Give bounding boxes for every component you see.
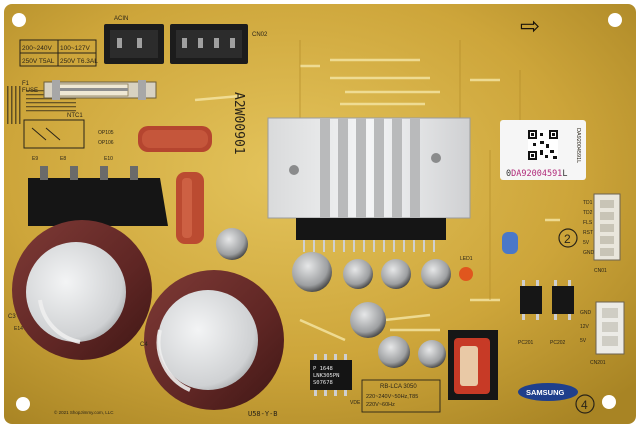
fuse-ref: F1 [22,81,30,87]
ic-chip: P 1648 LNK305PN S07678 [310,354,352,396]
voltage-table: 200~240V 100~127V 250V T5AL 250V T6.3AL [19,39,98,67]
pin-label: RST [583,230,593,236]
blue-capacitor [502,232,518,254]
optocouplers: PC201 PC202 [518,280,574,346]
pin-label: GND [583,250,595,256]
part-sticker: DA92004591L 0DA92004591L [500,120,586,180]
part-number-highlight: DA92004591 [511,169,562,179]
pin-label: TD2 [583,210,593,216]
fuse-rating-cell: 250V T5AL [22,58,55,65]
vde-label: VDE [350,400,361,406]
side-mark: OP105 [98,130,114,136]
mounting-hole [608,13,622,27]
sticker-vertical-text: DA92004591L [575,128,581,163]
mounting-hole [16,397,30,411]
fuse: F1 FUSE [22,80,157,100]
spec-box: RB-LCA 3050 220~240V~50Hz,T85 220V~60Hz … [350,379,441,413]
bottom-code: U58-Y-B [248,410,278,418]
brand-logo-text: SAMSUNG [526,388,565,397]
pin-label: 12V [580,324,590,330]
circle-mark-2: 2 [564,232,571,246]
spec-title: RB-LCA 3050 [380,384,417,390]
circle-mark-4: 4 [581,398,588,412]
cn201-label: CN201 [590,360,606,366]
ntc-area: NTC1 OP105 OP106 [23,113,114,149]
voltage-cell: 100~127V [60,45,90,52]
bulk-capacitor-right: C4 [140,270,284,410]
opto-label: PC202 [550,340,566,346]
voltage-cell: 200~240V [22,45,52,52]
silkscreen-lines [299,40,521,300]
cn02-label: CN02 [252,32,268,38]
pin-label: GND [580,310,592,316]
arrow-icon: ⇨ [520,13,540,40]
connector-cn201: GND 12V 5V CN201 [580,301,625,366]
qr-code [528,130,558,160]
side-mark: E14 [14,326,23,332]
opto-label: PC201 [518,340,534,346]
circle-mark: 4 [575,394,595,414]
pin-label: 5V [580,338,587,344]
bridge-rectifier [28,166,168,226]
part-number: 0DA92004591L [506,169,567,179]
heatsink [267,117,471,240]
side-mark: E10 [104,156,113,162]
pin-label: TD1 [583,200,593,206]
copyright-text: © 2021 ShopJimmy.com, LLC [54,409,114,415]
acin-label: ACIN [114,16,128,22]
fuse-label: FUSE [22,88,38,94]
cap-label: C4 [140,342,148,348]
heatsink-pins [303,240,435,252]
part-number-prefix: 0 [506,169,511,179]
part-number-suffix: L [562,169,567,179]
ic-line: P 1648 [313,366,333,372]
fine-print-block [7,86,21,124]
film-capacitor [138,126,212,152]
small-capacitors [216,228,451,368]
pin-label: FLS [583,220,593,226]
spec-line: 220~240V~50Hz,T85 [366,394,418,400]
ntc-label: NTC1 [67,113,83,119]
side-mark: E9 [32,156,38,162]
ic-line: S07678 [313,380,333,386]
relay-label: A2W00901 [231,92,246,155]
connector-acin: ACIN [104,16,164,64]
pin-header-right: TD1 TD2 FLS RST 5V GND CN01 [583,193,621,274]
copper-traces [194,58,560,342]
led: LED1 [459,256,473,281]
power-resistor [176,172,204,244]
circle-mark: 2 [558,228,578,248]
bulk-capacitor-left: C3 [8,220,152,360]
fuse-rating-cell: 250V T6.3AL [60,58,98,65]
spec-line: 220V~60Hz [366,402,395,408]
cn01-label: CN01 [594,268,607,274]
side-mark: OP106 [98,140,114,146]
led-label: LED1 [460,256,473,262]
samsung-logo: SAMSUNG [518,383,578,401]
mounting-hole [12,13,26,27]
mounting-hole [602,395,616,409]
connector-cn02: CN02 [170,24,268,64]
cap-label: C3 [8,314,16,320]
side-mark: E8 [60,156,66,162]
pin-label: 5V [583,240,590,246]
ic-line: LNK305PN [313,373,340,379]
relay-component [448,330,498,400]
